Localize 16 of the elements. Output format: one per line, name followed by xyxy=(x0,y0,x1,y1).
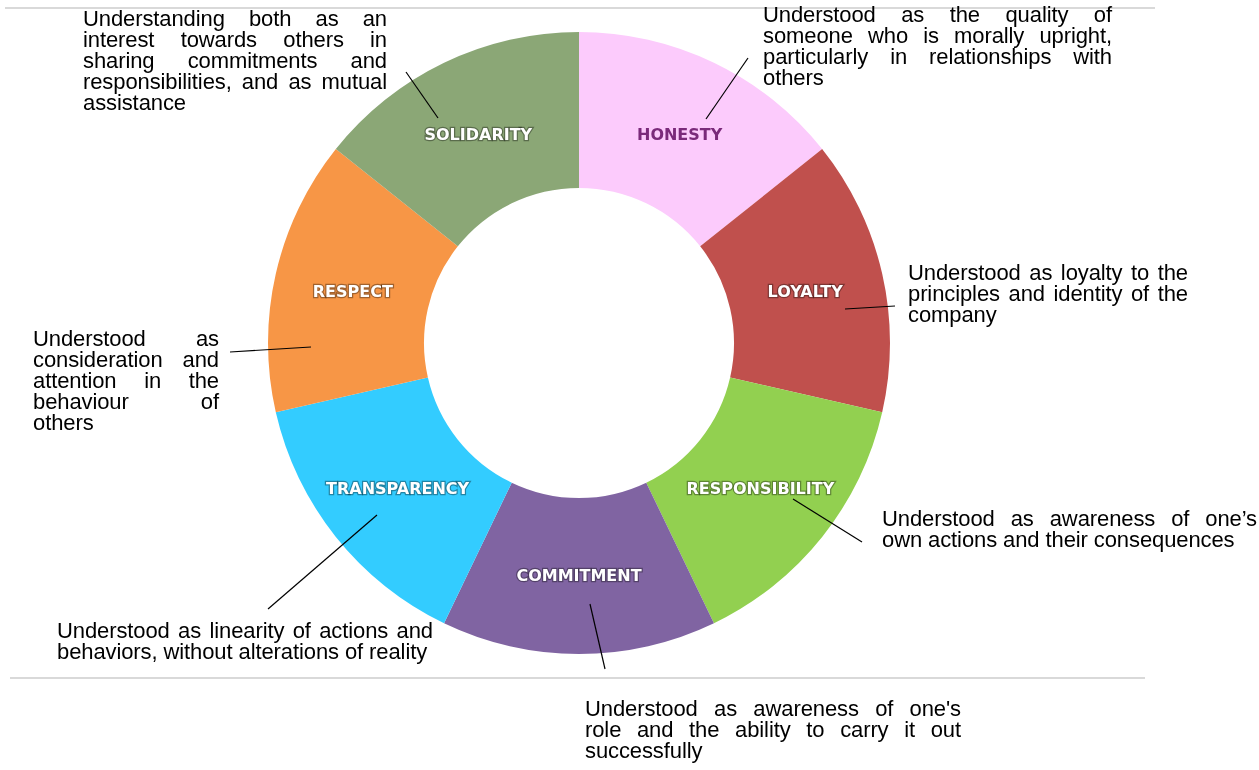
donut-segment: RESPONSIBILITY xyxy=(646,377,883,624)
donut-segment: RESPECT xyxy=(268,149,458,413)
leader-line xyxy=(267,514,378,610)
leader-line xyxy=(229,346,312,353)
leader-line xyxy=(844,305,896,310)
description-text: Understood as awareness of one’s own actions and their consequences xyxy=(882,508,1257,550)
donut-segment: LOYALTY xyxy=(700,149,890,413)
leader-line xyxy=(792,498,863,543)
description-text: Understood as awareness of one's role and the ability to carry it out successfully xyxy=(585,698,961,761)
leader-line xyxy=(705,57,749,120)
description-text: Understanding both as an interest towards others in sharing commitments and responsibilities, and as mutual assistance xyxy=(83,8,387,113)
description-text: Understood as consideration and attention in the behaviour of others xyxy=(33,328,219,433)
leader-line xyxy=(405,71,439,119)
leader-line xyxy=(589,603,606,670)
description-text: Understood as the quality of someone who is morally upright, particularly in relationships with others xyxy=(763,4,1112,88)
description-text: Understood as loyalty to the principles and identity of the company xyxy=(908,262,1188,325)
